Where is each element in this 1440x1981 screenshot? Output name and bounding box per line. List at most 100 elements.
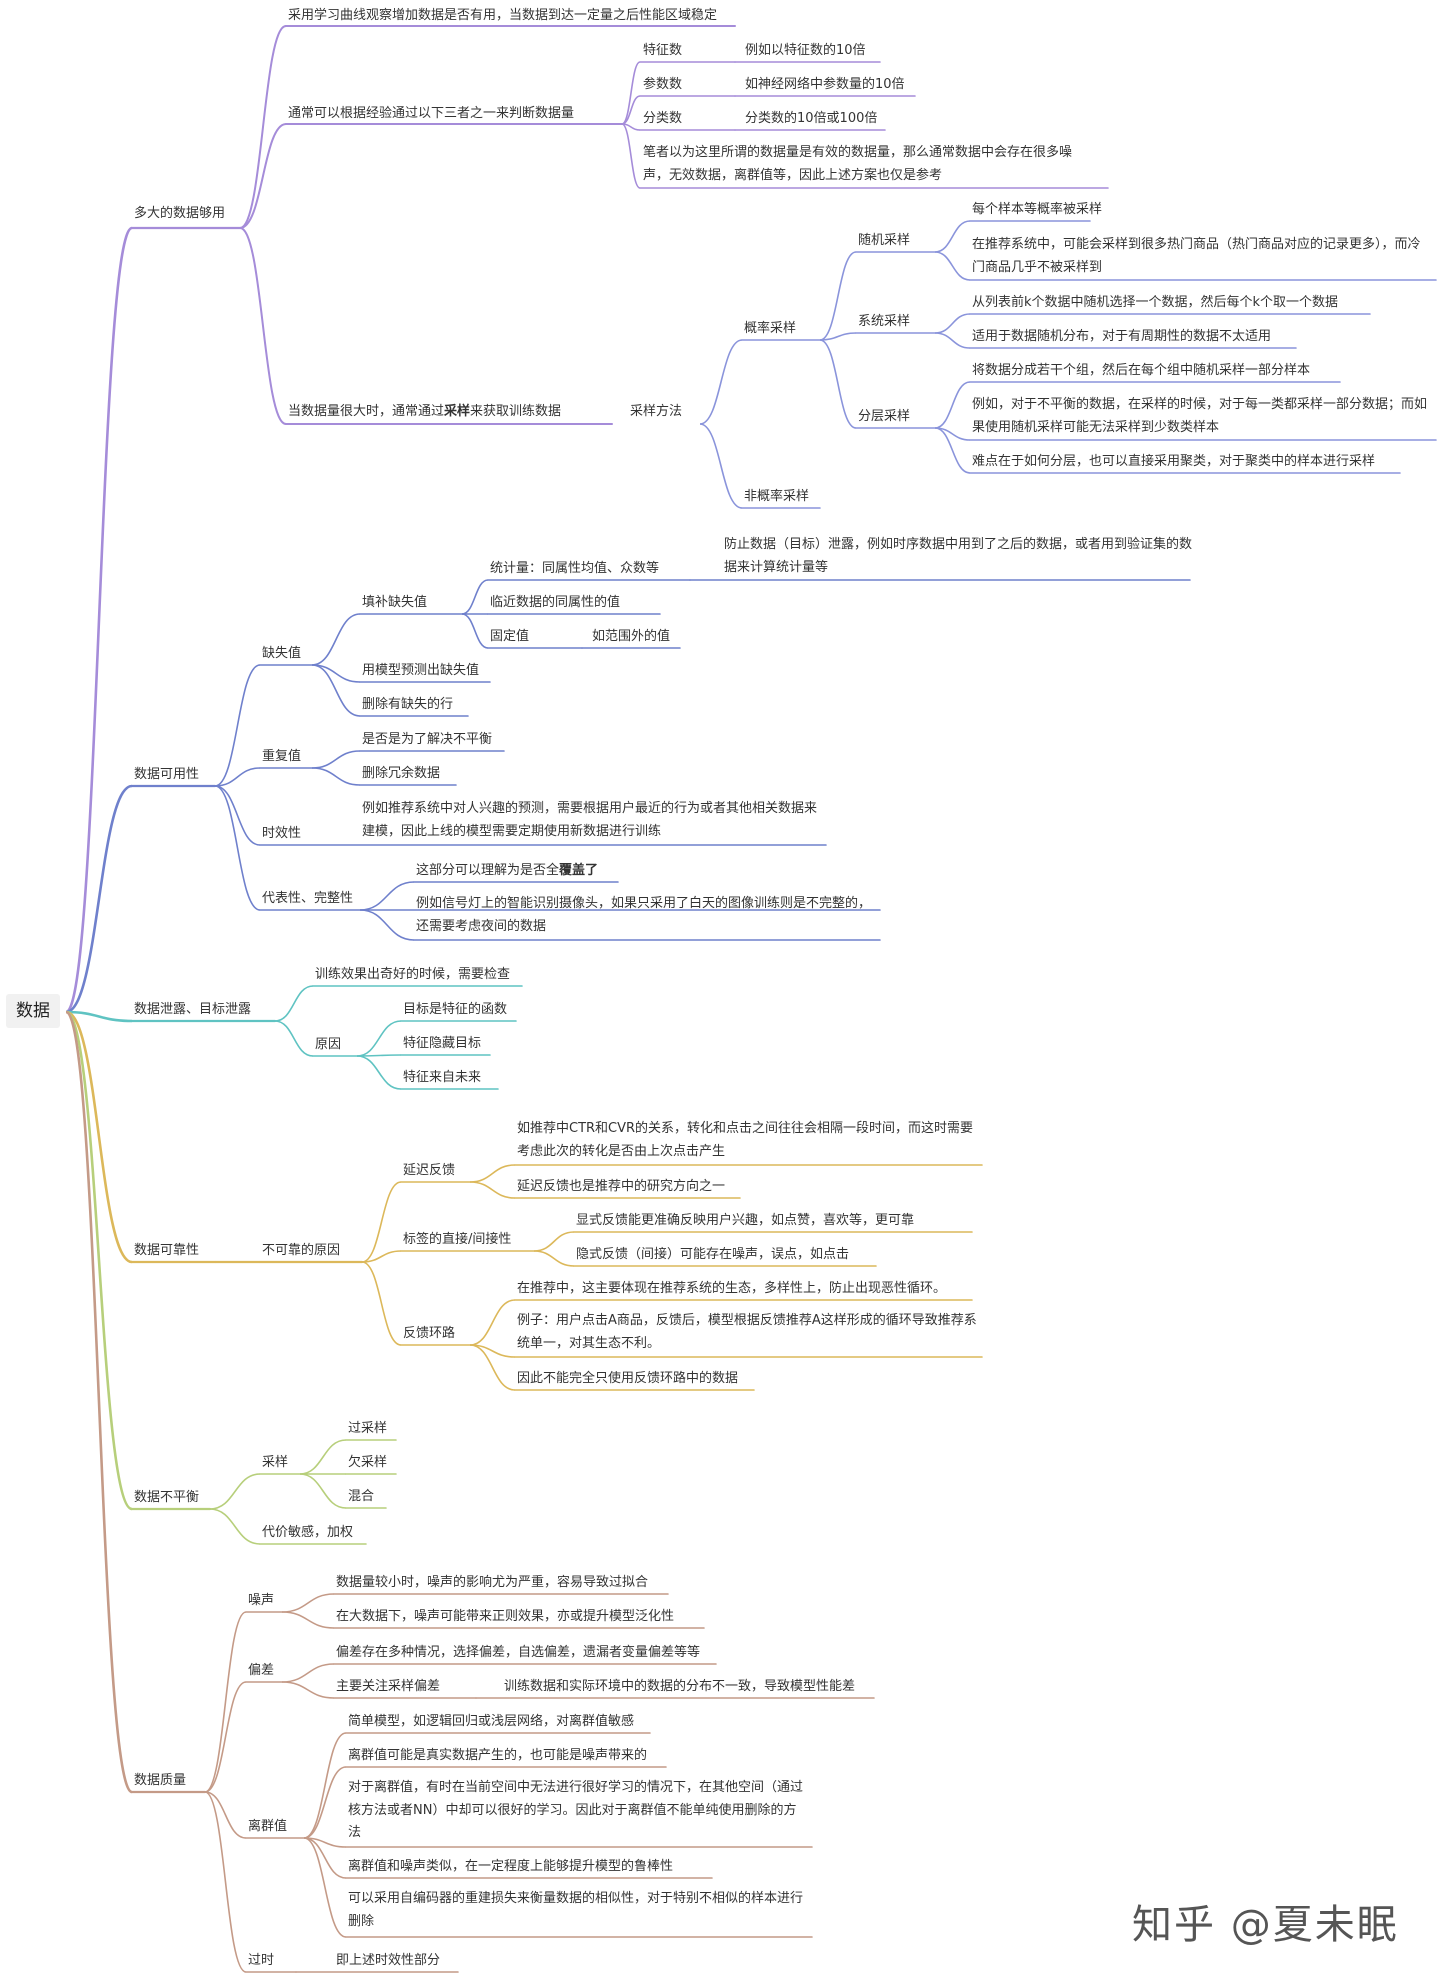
node-oversampling[interactable]: 过采样 bbox=[348, 1421, 388, 1436]
node-duplicates-2[interactable]: 删除冗余数据 bbox=[362, 766, 441, 781]
connector-111 bbox=[65, 1010, 133, 1511]
node-quality[interactable]: 数据质量 bbox=[134, 1773, 187, 1788]
node-cause-1[interactable]: 目标是特征的函数 bbox=[403, 1002, 508, 1017]
node-systematic-1[interactable]: 从列表前k个数据中随机选择一个数据，然后每个k个取一个数据 bbox=[972, 295, 1339, 310]
node-reliability[interactable]: 数据可靠性 bbox=[134, 1243, 200, 1258]
node-sampling-method[interactable]: 采样方法 bbox=[630, 404, 683, 419]
node-rule-of-thumb[interactable]: 通常可以根据经验通过以下三者之一来判断数据量 bbox=[288, 106, 575, 121]
connector-137 bbox=[281, 1663, 335, 1683]
node-delayed-feedback-2[interactable]: 延迟反馈也是推荐中的研究方向之一 bbox=[517, 1179, 726, 1194]
node-fill-missing[interactable]: 填补缺失值 bbox=[362, 595, 428, 610]
node-bias-2-note[interactable]: 训练数据和实际环境中的数据的分布不一致，导致模型性能差 bbox=[504, 1679, 856, 1694]
node-stale[interactable]: 过时 bbox=[248, 1953, 275, 1968]
node-cost-sensitive[interactable]: 代价敏感，加权 bbox=[262, 1525, 354, 1540]
node-class-count[interactable]: 分类数 bbox=[643, 111, 683, 126]
connector-109 bbox=[469, 1344, 516, 1391]
connector-8 bbox=[621, 61, 641, 125]
node-undersampling[interactable]: 欠采样 bbox=[348, 1455, 388, 1470]
node-feature-count[interactable]: 特征数 bbox=[643, 43, 683, 58]
node-random-sampling[interactable]: 随机采样 bbox=[858, 233, 911, 248]
node-outliers[interactable]: 离群值 bbox=[248, 1819, 288, 1834]
node-stale-1[interactable]: 即上述时效性部分 bbox=[336, 1953, 441, 1968]
node-bias-1[interactable]: 偏差存在多种情况，选择偏差，自选偏差，遗漏者变量偏差等等 bbox=[336, 1645, 701, 1660]
node-label-directness-1[interactable]: 显式反馈能更准确反映用户兴趣，如点赞，喜欢等，更可靠 bbox=[576, 1213, 915, 1228]
node-noise[interactable]: 噪声 bbox=[248, 1593, 275, 1608]
node-mixed-sampling[interactable]: 混合 bbox=[348, 1489, 375, 1504]
node-representativeness[interactable]: 代表性、完整性 bbox=[262, 891, 354, 906]
connector-148 bbox=[303, 1837, 347, 1879]
node-systematic-sampling[interactable]: 系统采样 bbox=[858, 314, 911, 329]
root-node[interactable]: 数据 bbox=[6, 994, 60, 1028]
node-stratified-1[interactable]: 将数据分成若干个组，然后在每个组中随机采样一部分样本 bbox=[972, 363, 1311, 378]
node-label-directness-2[interactable]: 隐式反馈（间接）可能存在噪声，误点，如点击 bbox=[576, 1247, 850, 1262]
node-fixed-value-note[interactable]: 如范围外的值 bbox=[592, 629, 671, 644]
node-nearby-value[interactable]: 临近数据的同属性的值 bbox=[490, 595, 621, 610]
node-noise-1[interactable]: 数据量较小时，噪声的影响尤为严重，容易导致过拟合 bbox=[336, 1575, 649, 1590]
node-learning-curve[interactable]: 采用学习曲线观察增加数据是否有用，当数据到达一定量之后性能区域稳定 bbox=[288, 8, 718, 23]
node-leakage[interactable]: 数据泄露、目标泄露 bbox=[134, 1002, 252, 1017]
large-data-post: 来获取训练数据 bbox=[470, 404, 562, 419]
node-timeliness-1[interactable]: 例如推荐系统中对人兴趣的预测，需要根据用户最近的行为或者其他相关数据来建模，因此… bbox=[362, 801, 818, 839]
node-imbalance[interactable]: 数据不平衡 bbox=[134, 1490, 200, 1505]
node-bias[interactable]: 偏差 bbox=[248, 1663, 275, 1678]
node-usability[interactable]: 数据可用性 bbox=[134, 767, 200, 782]
node-timeliness[interactable]: 时效性 bbox=[262, 826, 302, 841]
node-stratified-sampling[interactable]: 分层采样 bbox=[858, 409, 911, 424]
node-model-predict[interactable]: 用模型预测出缺失值 bbox=[362, 663, 480, 678]
node-delayed-feedback[interactable]: 延迟反馈 bbox=[403, 1163, 456, 1178]
node-feedback-loop-2[interactable]: 例子：用户点击A商品，反馈后，模型根据反馈推荐A这样形成的循环导致推荐系统单一，… bbox=[517, 1313, 977, 1351]
connector-43 bbox=[65, 784, 133, 1014]
node-random-2[interactable]: 在推荐系统中，可能会采样到很多热门商品（热门商品对应的记录更多），而冷门商品几乎… bbox=[972, 237, 1421, 275]
connector-75 bbox=[65, 1010, 133, 1023]
node-leakage-cause[interactable]: 原因 bbox=[315, 1037, 342, 1052]
node-feedback-loop-1[interactable]: 在推荐中，这主要体现在推荐系统的生态，多样性上，防止出现恶性循环。 bbox=[517, 1281, 947, 1296]
node-duplicates[interactable]: 重复值 bbox=[262, 749, 302, 764]
node-stratified-3[interactable]: 难点在于如何分层，也可以直接采用聚类，对于聚类中的样本进行采样 bbox=[972, 454, 1376, 469]
node-large-data[interactable]: 当数据量很大时，通常通过采样来获取训练数据 bbox=[288, 401, 561, 423]
node-feature-count-value[interactable]: 例如以特征数的10倍 bbox=[745, 43, 866, 58]
node-cause-2[interactable]: 特征隐藏目标 bbox=[403, 1036, 482, 1051]
node-statistics[interactable]: 统计量：同属性均值、众数等 bbox=[490, 561, 660, 576]
node-statistics-note[interactable]: 防止数据（目标）泄露，例如时序数据中用到了之后的数据，或者用到验证集的数据来计算… bbox=[724, 537, 1193, 575]
node-param-count[interactable]: 参数数 bbox=[643, 77, 683, 92]
node-unreliable-reasons[interactable]: 不可靠的原因 bbox=[262, 1243, 341, 1258]
node-quantity[interactable]: 多大的数据够用 bbox=[134, 206, 226, 221]
connector-103 bbox=[533, 1250, 575, 1267]
node-outlier-3[interactable]: 对于离群值，有时在当前空间中无法进行很好学习的情况下，在其他空间（通过核方法或者… bbox=[348, 1780, 804, 1840]
node-noise-2[interactable]: 在大数据下，噪声可能带来正则效果，亦或提升模型泛化性 bbox=[336, 1609, 675, 1624]
node-class-count-value[interactable]: 分类数的10倍或100倍 bbox=[745, 111, 878, 126]
node-imbalance-sampling[interactable]: 采样 bbox=[262, 1455, 289, 1470]
node-missing-values[interactable]: 缺失值 bbox=[262, 646, 302, 661]
node-param-count-value[interactable]: 如神经网络中参数量的10倍 bbox=[745, 77, 905, 92]
node-duplicates-1[interactable]: 是否是为了解决不平衡 bbox=[362, 732, 493, 747]
connector-150 bbox=[303, 1837, 347, 1938]
connector-87 bbox=[65, 1010, 133, 1264]
node-outlier-2[interactable]: 离群值可能是真实数据产生的，也可能是噪声带来的 bbox=[348, 1748, 648, 1763]
node-feedback-loop-3[interactable]: 因此不能完全只使用反馈环路中的数据 bbox=[517, 1371, 739, 1386]
node-cause-3[interactable]: 特征来自未来 bbox=[403, 1070, 482, 1085]
node-representativeness-1[interactable]: 这部分可以理解为是否全覆盖了 bbox=[416, 860, 598, 882]
connector-71 bbox=[359, 881, 415, 911]
node-drop-rows[interactable]: 删除有缺失的行 bbox=[362, 697, 454, 712]
connector-142 bbox=[303, 1732, 347, 1839]
connector-41 bbox=[934, 427, 971, 474]
node-stratified-2[interactable]: 例如，对于不平衡的数据，在采样的时候，对于每一类都采样一部分数据；而如果使用随机… bbox=[972, 397, 1428, 435]
node-systematic-2[interactable]: 适用于数据随机分布，对于有周期性的数据不太适用 bbox=[972, 329, 1272, 344]
node-outlier-5[interactable]: 可以采用自编码器的重建损失来衡量数据的相似性，对于特别不相似的样本进行删除 bbox=[348, 1891, 804, 1929]
connector-21 bbox=[699, 423, 743, 509]
node-outlier-4[interactable]: 离群值和噪声类似，在一定程度上能够提升模型的鲁棒性 bbox=[348, 1859, 674, 1874]
node-random-1[interactable]: 每个样本等概率被采样 bbox=[972, 202, 1103, 217]
node-fixed-value[interactable]: 固定值 bbox=[490, 629, 530, 644]
node-probability-sampling[interactable]: 概率采样 bbox=[744, 321, 797, 336]
node-representativeness-2[interactable]: 例如信号灯上的智能识别摄像头，如果只采用了白天的图像训练则是不完整的，还需要考虑… bbox=[416, 896, 872, 934]
connector-95 bbox=[361, 1261, 402, 1346]
node-feedback-loop[interactable]: 反馈环路 bbox=[403, 1326, 456, 1341]
node-leakage-check[interactable]: 训练效果出奇好的时候，需要检查 bbox=[315, 967, 511, 982]
node-label-directness[interactable]: 标签的直接/间接性 bbox=[403, 1232, 512, 1247]
node-quantity-note[interactable]: 笔者以为这里所谓的数据量是有效的数据量，那么通常数据中会存在很多噪声，无效数据，… bbox=[643, 145, 1073, 183]
connector-129 bbox=[204, 1791, 247, 1839]
node-outlier-1[interactable]: 简单模型，如逻辑回归或浅层网络，对离群值敏感 bbox=[348, 1714, 635, 1729]
node-bias-2[interactable]: 主要关注采样偏差 bbox=[336, 1679, 441, 1694]
node-non-probability-sampling[interactable]: 非概率采样 bbox=[744, 489, 810, 504]
node-delayed-feedback-1[interactable]: 如推荐中CTR和CVR的关系，转化和点击之间往往会相隔一段时间，而这时需要考虑此… bbox=[517, 1121, 974, 1159]
